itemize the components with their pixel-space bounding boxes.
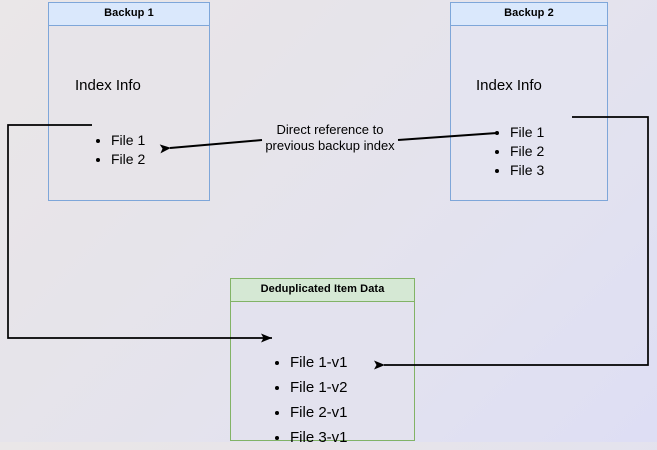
backup-2-header: Backup 2 xyxy=(450,2,608,25)
list-item: File 2 xyxy=(111,150,145,169)
list-item: File 2 xyxy=(510,142,544,161)
backup-2-file-list: File 1 File 2 File 3 xyxy=(496,123,544,180)
list-item: File 1-v2 xyxy=(290,375,348,400)
backup-2-index-info-label: Index Info xyxy=(476,77,542,94)
deduplicated-item-data-header: Deduplicated Item Data xyxy=(230,278,415,301)
list-item: File 3-v1 xyxy=(290,425,348,450)
direct-reference-caption: Direct reference to previous backup inde… xyxy=(265,122,395,153)
backup-2-box[interactable]: Backup 2 Index Info File 1 File 2 File 3 xyxy=(450,2,608,201)
list-item: File 1-v1 xyxy=(290,350,348,375)
deduplicated-item-data-body: File 1-v1 File 1-v2 File 2-v1 File 3-v1 xyxy=(230,301,415,446)
backup-1-body: Index Info File 1 File 2 xyxy=(48,25,210,201)
backup-2-body: Index Info File 1 File 2 File 3 xyxy=(450,25,608,201)
list-item: File 2-v1 xyxy=(290,400,348,425)
deduplicated-item-list: File 1-v1 File 1-v2 File 2-v1 File 3-v1 xyxy=(276,350,348,450)
backup-1-index-info-label: Index Info xyxy=(75,77,141,94)
list-item: File 1 xyxy=(111,131,145,150)
list-item: File 1 xyxy=(510,123,544,142)
backup-1-file-list: File 1 File 2 xyxy=(97,131,145,169)
backup-1-header: Backup 1 xyxy=(48,2,210,25)
list-item: File 3 xyxy=(510,161,544,180)
deduplicated-item-data-box[interactable]: Deduplicated Item Data File 1-v1 File 1-… xyxy=(230,278,415,446)
backup-1-box[interactable]: Backup 1 Index Info File 1 File 2 xyxy=(48,2,210,201)
